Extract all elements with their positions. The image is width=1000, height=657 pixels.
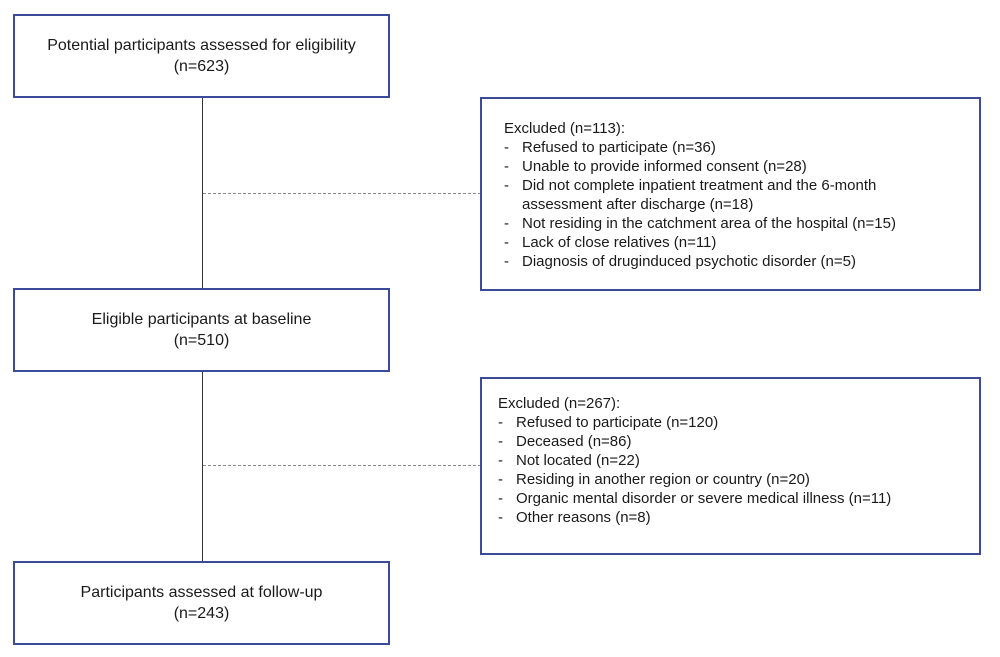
exclusion-1-item: Diagnosis of druginduced psychotic disor… [504,252,973,271]
box-followup-label: Participants assessed at follow-up [80,584,323,601]
exclusion-2-item: Not located (n=22) [498,451,973,470]
exclusion-1-item: Did not complete inpatient treatment and… [504,176,973,214]
exclusion-2-item: Deceased (n=86) [498,432,973,451]
box-followup-count: (n=243) [173,605,230,622]
box-assessed-count: (n=623) [173,58,230,75]
exclusion-1-item: Unable to provide informed consent (n=28… [504,157,973,176]
exclusion-1-title: Excluded (n=113): [504,120,626,137]
exclusion-1-item: Refused to participate (n=36) [504,138,973,157]
box-assessed-for-eligibility: Potential participants assessed for elig… [13,14,390,98]
exclusion-1-list: Refused to participate (n=36) Unable to … [504,138,973,271]
exclusion-1-item: Lack of close relatives (n=11) [504,233,973,252]
dashed-branch-to-exclusion-2 [203,465,481,466]
exclusion-2-item: Residing in another region or country (n… [498,470,973,489]
exclusion-2-item: Other reasons (n=8) [498,508,973,527]
exclusion-2-item: Organic mental disorder or severe medica… [498,489,973,508]
exclusion-2-title: Excluded (n=267): [498,395,621,412]
exclusion-box-2: Excluded (n=267): Refused to participate… [480,377,981,555]
connector-line-assessed-to-eligible [202,97,203,289]
exclusion-1-item: Not residing in the catchment area of th… [504,214,973,233]
box-assessed-at-follow-up: Participants assessed at follow-up (n=24… [13,561,390,645]
box-eligible-label: Eligible participants at baseline [91,311,312,328]
exclusion-2-item: Refused to participate (n=120) [498,413,973,432]
box-eligible-at-baseline: Eligible participants at baseline (n=510… [13,288,390,372]
dashed-branch-to-exclusion-1 [203,193,481,194]
exclusion-box-1: Excluded (n=113): Refused to participate… [480,97,981,291]
box-eligible-count: (n=510) [173,332,230,349]
exclusion-2-list: Refused to participate (n=120) Deceased … [498,413,973,527]
connector-line-eligible-to-followup [202,371,203,562]
box-assessed-label: Potential participants assessed for elig… [47,37,356,54]
